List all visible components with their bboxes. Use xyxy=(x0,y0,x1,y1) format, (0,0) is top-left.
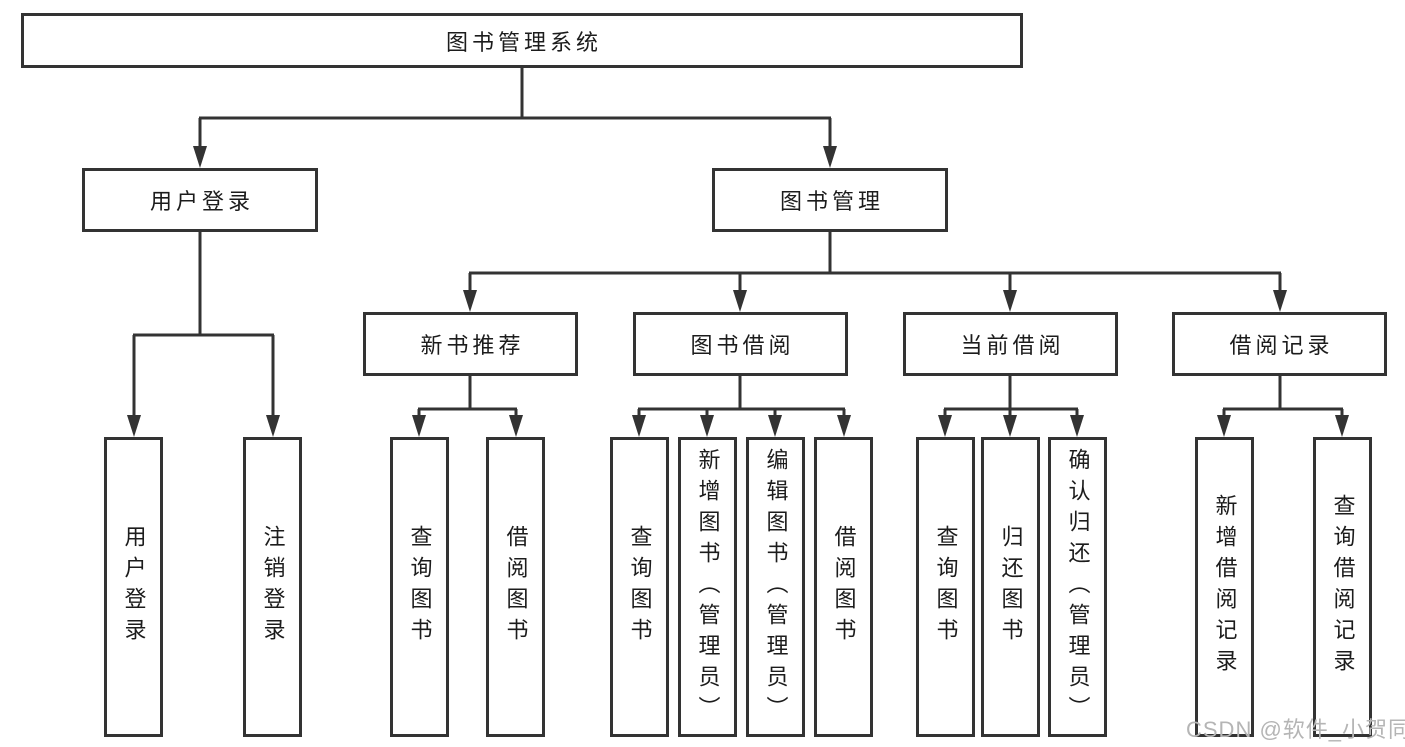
node-label: 借阅图书 xyxy=(503,525,529,649)
leaf-borrow-books: 借阅图书 xyxy=(814,437,873,737)
node-label: 新书推荐 xyxy=(420,333,525,358)
node-label: 新增图书（管理员） xyxy=(695,447,721,727)
node-label: 图书借阅 xyxy=(690,333,795,358)
leaf-return-books: 归还图书 xyxy=(981,437,1040,737)
node-borrow-records: 借阅记录 xyxy=(1172,312,1387,376)
node-label: 借阅图书 xyxy=(831,525,857,649)
node-label: 查询图书 xyxy=(933,525,959,649)
node-label: 注销登录 xyxy=(260,525,286,649)
node-label: 归还图书 xyxy=(998,525,1024,649)
node-label: 新增借阅记录 xyxy=(1212,494,1238,680)
leaf-add-borrow-record: 新增借阅记录 xyxy=(1195,437,1254,737)
leaf-edit-books-admin: 编辑图书（管理员） xyxy=(746,437,805,737)
node-label: 当前借阅 xyxy=(960,333,1065,358)
node-label: 借阅记录 xyxy=(1229,333,1334,358)
csdn-watermark: CSDN @软件_小贺同学 xyxy=(1186,717,1405,742)
node-label: 确认归还（管理员） xyxy=(1065,447,1091,727)
leaf-query-books-borrow: 查询图书 xyxy=(610,437,669,737)
leaf-confirm-return-admin: 确认归还（管理员） xyxy=(1048,437,1107,737)
node-book-management-branch: 图书管理 xyxy=(712,168,948,232)
node-label: 用户登录 xyxy=(149,189,254,214)
leaf-query-borrow-record: 查询借阅记录 xyxy=(1313,437,1372,737)
node-new-book-recommend: 新书推荐 xyxy=(363,312,578,376)
leaf-add-books-admin: 新增图书（管理员） xyxy=(678,437,737,737)
node-label: 查询图书 xyxy=(407,525,433,649)
node-label: 图书管理 xyxy=(779,189,884,214)
leaf-user-login: 用户登录 xyxy=(104,437,163,737)
node-current-borrow: 当前借阅 xyxy=(903,312,1118,376)
node-label: 用户登录 xyxy=(121,525,147,649)
leaf-query-books-recommend: 查询图书 xyxy=(390,437,449,737)
node-label: 编辑图书（管理员） xyxy=(763,447,789,727)
node-label: 图书管理系统 xyxy=(445,29,602,55)
node-label: 查询借阅记录 xyxy=(1330,494,1356,680)
leaf-borrow-books-recommend: 借阅图书 xyxy=(486,437,545,737)
node-library-management-system: 图书管理系统 xyxy=(21,13,1023,68)
node-label: 查询图书 xyxy=(627,525,653,649)
node-user-login-branch: 用户登录 xyxy=(82,168,318,232)
node-book-borrow: 图书借阅 xyxy=(633,312,848,376)
leaf-logout: 注销登录 xyxy=(243,437,302,737)
leaf-query-books-current: 查询图书 xyxy=(916,437,975,737)
